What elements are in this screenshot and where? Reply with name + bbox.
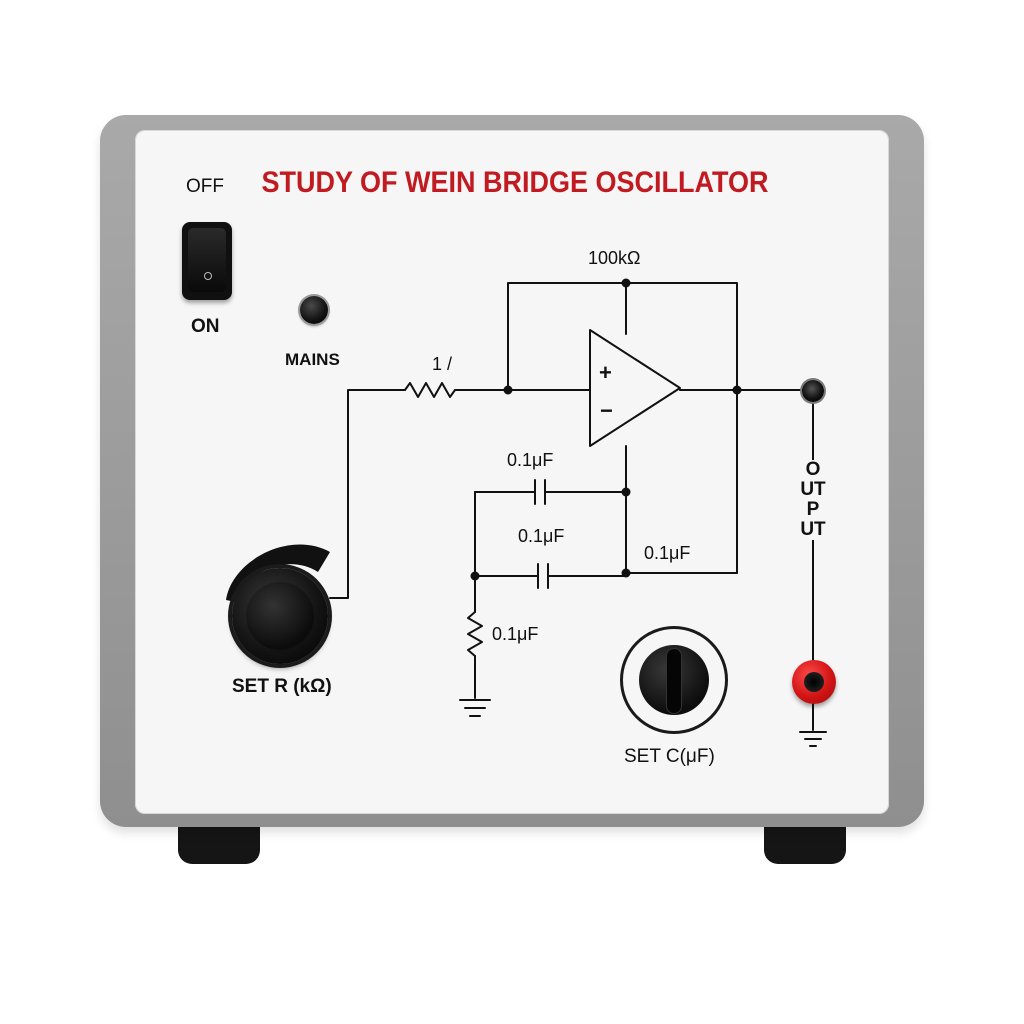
output-terminal[interactable] bbox=[802, 380, 824, 402]
output-ground-symbol bbox=[799, 703, 827, 747]
wire-input bbox=[329, 389, 406, 599]
opamp-symbol bbox=[589, 329, 681, 447]
input-resistor-symbol bbox=[404, 382, 456, 398]
rocker-switch-icon bbox=[188, 228, 226, 292]
set-r-direction-arc-icon bbox=[226, 544, 330, 602]
set-c-knob[interactable] bbox=[620, 626, 728, 734]
label-cap-middle: 0.1μF bbox=[518, 526, 565, 546]
label-cap-right: 0.1μF bbox=[644, 543, 691, 563]
switch-off-label: OFF bbox=[186, 176, 224, 197]
mains-led-icon bbox=[300, 296, 328, 324]
label-feedback-resistor: 100kΩ bbox=[588, 248, 641, 268]
knob-body-icon bbox=[639, 645, 709, 715]
mains-label: MAINS bbox=[285, 350, 340, 369]
knob-cap-icon bbox=[246, 582, 314, 650]
rubber-foot-left bbox=[178, 820, 260, 864]
capacitor-middle-symbol bbox=[537, 563, 549, 589]
output-label: OUTPUT bbox=[800, 459, 826, 540]
bottom-resistor-symbol bbox=[467, 611, 483, 657]
set-r-knob[interactable] bbox=[232, 568, 328, 664]
opamp-plus-label: + bbox=[599, 360, 612, 385]
switch-indicator-dot bbox=[204, 272, 212, 280]
output-banana-jack[interactable] bbox=[792, 660, 836, 704]
panel-title: STUDY OF WEIN BRIDGE OSCILLATOR bbox=[261, 166, 769, 199]
ground-symbol bbox=[459, 699, 491, 717]
set-r-label: SET R (kΩ) bbox=[232, 676, 332, 697]
label-cap-top: 0.1μF bbox=[507, 450, 554, 470]
rubber-foot-right bbox=[764, 820, 846, 864]
capacitor-top-symbol bbox=[534, 479, 546, 505]
knob-pointer-icon bbox=[667, 649, 681, 713]
schematic-junction-dots bbox=[470, 278, 742, 581]
power-switch[interactable] bbox=[182, 222, 232, 300]
opamp-minus-label: − bbox=[600, 398, 613, 423]
switch-on-label: ON bbox=[191, 316, 220, 337]
set-c-label: SET C(μF) bbox=[624, 746, 715, 767]
front-panel bbox=[135, 130, 889, 814]
jack-socket-icon bbox=[804, 672, 824, 692]
label-resistor-bottom: 0.1μF bbox=[492, 624, 539, 644]
label-input-resistor: 1 / bbox=[432, 354, 453, 374]
